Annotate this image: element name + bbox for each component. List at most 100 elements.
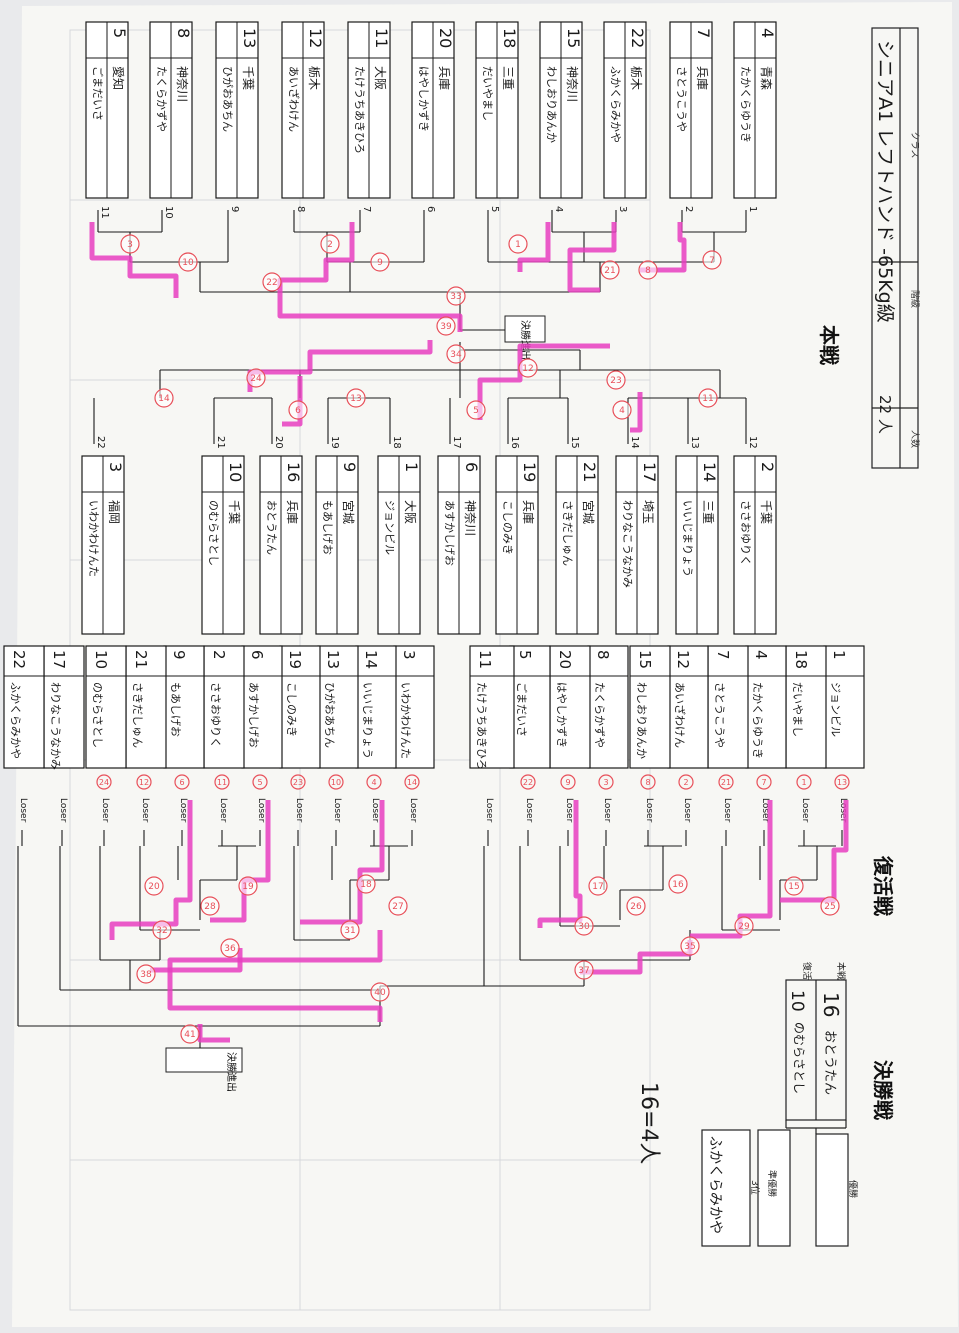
highlight-stroke [640,222,687,273]
highlight-stroke [89,222,179,298]
highlight-stroke [282,376,303,427]
repechage-slot-box [629,645,671,769]
match-number: 27 [392,902,403,912]
match-number: 20 [148,882,160,892]
slot-seed: 4 [758,28,777,38]
repechage-seed: 4 [752,650,770,660]
slot-name: はやしかずき [417,66,430,132]
match-number: 24 [250,374,262,384]
match-number: 25 [824,902,835,912]
slot-number: 20 [273,436,284,449]
count-value: 22 人 [876,395,894,434]
match-circle [136,964,156,984]
match-circle [734,916,754,936]
repechage-slot-box [509,645,551,769]
runnerup-label: 準優勝 [766,1170,778,1197]
match-number: 33 [450,292,461,302]
repechage-name: たけうちあきひろ [475,682,488,770]
match-circle [626,896,646,916]
slot-pref: 三重 [501,66,515,90]
repechage-seed: 1 [830,650,848,660]
slot-name: だいやまし [481,66,494,121]
match-number: 30 [578,922,590,932]
slot-number: 1 [747,206,758,212]
loser-label: Loser [18,798,28,823]
repechage-slot-box [203,645,245,769]
slot-name: あすかしげお [443,500,456,566]
match-circle [214,774,230,790]
slot-seed: 16 [284,462,303,482]
slot-name: たくらかずや [155,66,168,132]
match-circle [606,370,626,390]
match-circle [340,920,360,940]
match-circle [178,252,198,272]
match-circle [520,774,536,790]
match-circle [756,774,772,790]
loser-label: Loser [58,798,68,823]
loser-label: Loser [760,798,770,823]
match-number: 5 [257,778,262,787]
slot-name: わりなこうなかみ [621,500,634,588]
slot-name: さきだしゅん [561,500,574,566]
match-number: 5 [473,406,479,416]
slot-number: 7 [361,206,372,212]
match-number: 7 [709,256,715,266]
match-circle [698,388,718,408]
match-circle [446,344,466,364]
final-rep-label: 復活 [801,962,813,980]
match-number: 4 [619,406,625,416]
slot-seed: 7 [694,28,713,38]
repechage-slot-box [667,645,709,769]
match-circle [154,388,174,408]
slot-number: 15 [569,436,580,449]
match-number: 23 [293,778,303,787]
highlight-stroke [197,1024,230,1043]
repechage-seed: 20 [556,650,574,669]
match-circle [718,774,734,790]
match-number: 36 [224,944,236,954]
match-number: 41 [184,1030,195,1040]
match-number: 16 [672,880,684,890]
match-number: 37 [578,966,589,976]
loser-label: Loser [370,798,380,823]
main-title: 本戦 [817,325,841,365]
class-value: シニアA1 レフトハンド -65Kg級 [874,40,896,323]
slot-pref: 千葉 [227,500,241,524]
slot-seed: 8 [174,28,193,38]
repechage-slot-box [125,645,167,769]
loser-label: Loser [332,798,342,823]
match-circle [640,774,656,790]
slot-pref: 千葉 [759,500,773,524]
slot-number: 6 [425,206,436,212]
repechage-slot-box [85,645,127,769]
match-circle [678,774,694,790]
match-circle [612,400,632,420]
match-number: 13 [837,778,847,787]
match-number: 38 [140,970,152,980]
slot-name: わしおりあんか [545,66,558,143]
final-main-label: 本戦 [835,962,847,980]
match-circle [120,234,140,254]
match-number: 6 [295,406,301,416]
highlight-stroke [690,800,773,939]
highlight-stroke [277,222,463,332]
loser-label: Loser [682,798,692,823]
slot-pref: 栃木 [629,66,643,90]
match-number: 13 [350,394,361,404]
slot-pref: 宮城 [581,500,596,524]
match-number: 39 [440,322,452,332]
slot-name: ひがおあちん [221,66,235,132]
repechage-name: ふかくらみかや [9,682,22,759]
loser-label: Loser [140,798,150,823]
match-circle [638,260,658,280]
loser-label: Loser [294,798,304,823]
match-number: 23 [610,376,621,386]
match-number: 31 [344,926,355,936]
slot-pref: 兵庫 [437,66,451,90]
slot-pref: 福岡 [107,500,122,524]
match-number: 15 [788,882,799,892]
slot-seed: 19 [520,462,539,482]
final-rep-name: のむらさとし [792,1022,806,1094]
slot-seed: 21 [580,462,599,482]
final-rep-seed: 10 [787,990,807,1012]
